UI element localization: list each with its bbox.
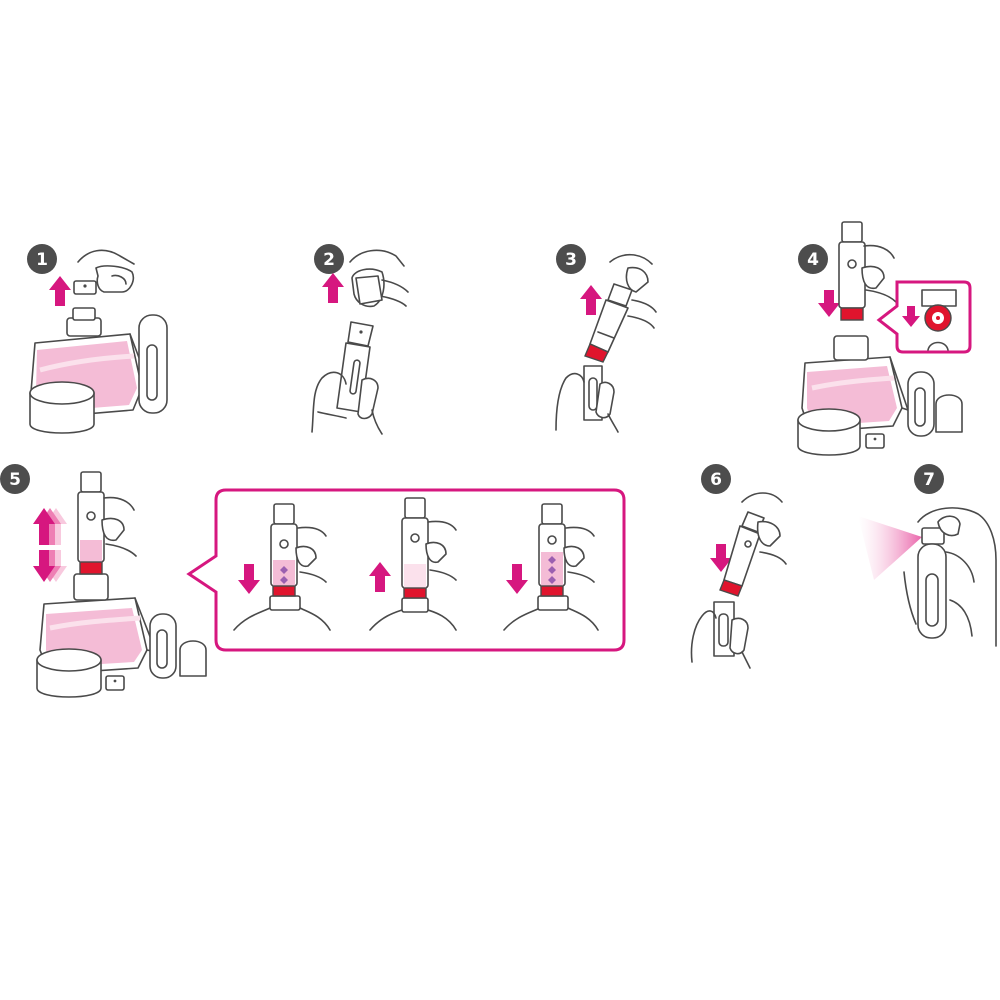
spray-mist-icon [858,516,922,580]
atomizer-refill [839,222,865,320]
svg-text:5: 5 [9,470,21,490]
step-1: 1 [27,244,167,433]
atomizer [918,528,946,638]
step-badge-2: 2 [314,244,344,274]
cosmetic-jar [37,649,101,697]
detail-callout [879,282,970,352]
atomizer-cap [180,641,206,676]
svg-text:2: 2 [323,250,335,270]
svg-text:3: 3 [565,250,577,270]
atomizer-case [908,372,934,436]
atomizer-case [139,315,167,413]
svg-text:6: 6 [710,470,722,490]
pump-arrows-icon [33,508,67,582]
arrow-up-icon [322,273,344,303]
perfume-cap-removed [866,434,884,448]
svg-text:1: 1 [36,250,48,270]
svg-text:4: 4 [807,250,819,270]
arrow-up-icon [49,276,71,306]
pump-detail-callout [189,490,624,650]
perfume-cap-removed [74,281,96,294]
step-badge-6: 6 [701,464,731,494]
cosmetic-jar [30,382,94,433]
perfume-cap-removed [106,676,124,690]
step-5: 5 [0,464,624,697]
atomizer-case [150,614,176,678]
step-badge-1: 1 [27,244,57,274]
step-badge-7: 7 [914,464,944,494]
step-4: 4 [798,222,970,455]
arrow-up-icon [580,285,602,315]
atomizer-cap [356,276,382,304]
cosmetic-jar [798,409,860,455]
step-6: 6 [691,464,786,668]
arrow-down-icon [818,290,840,317]
step-7: 7 [858,464,996,646]
step-2: 2 [312,244,408,434]
svg-text:7: 7 [923,470,935,490]
step-3: 3 [556,244,656,432]
atomizer-cap [936,395,962,432]
step-badge-4: 4 [798,244,828,274]
hand-icon [102,498,136,556]
hand-icon [862,246,896,302]
step-badge-5: 5 [0,464,30,494]
atomizer-refill [78,472,104,574]
step-badge-3: 3 [556,244,586,274]
